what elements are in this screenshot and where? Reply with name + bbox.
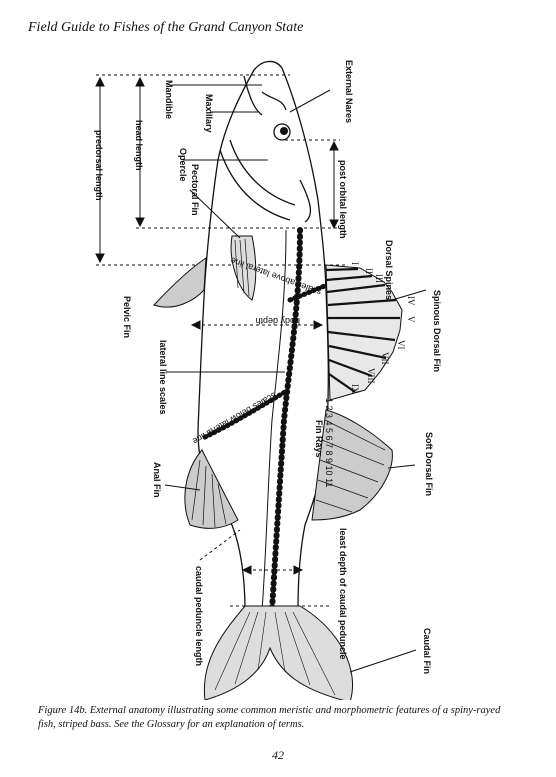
figure-caption: Figure 14b. External anatomy illustratin… [38, 705, 501, 730]
measurement-arrows [95, 76, 339, 575]
spine-numeral-1: I [350, 262, 360, 265]
label-pelvic-fin: Pelvic Fin [122, 296, 132, 338]
fish-anatomy-diagram: External Nares Mandible Maxillary Opercl… [94, 60, 442, 700]
soft-dorsal-fin [311, 409, 393, 521]
page-number: 42 [272, 748, 284, 762]
dorsal-spines [325, 267, 400, 393]
label-spinous-dorsal-fin: Spinous Dorsal Fin [432, 290, 442, 372]
spine-numeral-4: IV [406, 296, 416, 306]
scales-below-row [202, 389, 288, 440]
label-fin-rays: Fin Rays [314, 420, 324, 458]
spine-numeral-2: II [364, 268, 374, 274]
anal-fin [184, 449, 239, 529]
pelvic-fin [153, 257, 207, 308]
label-lateral-line-scales: lateral line scales [158, 340, 168, 415]
label-ray-numbers: 1 2 3 4 5 6 7 8 9 10 11 [324, 398, 334, 487]
label-scales-below: scales below lateral line [191, 390, 278, 446]
pectoral-fin [230, 235, 257, 301]
running-header: Field Guide to Fishes of the Grand Canyo… [28, 20, 304, 35]
label-caudal-peduncle-length: caudal peduncle length [194, 566, 204, 666]
spine-numeral-3: III [374, 274, 384, 283]
soft-dorsal-rays [315, 419, 386, 513]
label-head-length: head length [134, 120, 144, 171]
label-external-nares: External Nares [344, 60, 354, 123]
label-least-depth: least depth of caudal peduncle [338, 528, 348, 660]
label-pectoral-fin: Pectoral Fin [190, 164, 200, 216]
caudal-fin [203, 605, 354, 700]
lateral-line-edge [261, 229, 287, 611]
lateral-line [269, 227, 303, 613]
label-caudal-fin: Caudal Fin [422, 628, 432, 674]
label-anal-fin: Anal Fin [152, 462, 162, 498]
spine-numeral-7: VII [380, 352, 390, 365]
caudal-fin-rays [214, 611, 336, 696]
label-dorsal-spines: Dorsal Spines [384, 240, 394, 300]
label-mandible: Mandible [164, 80, 174, 119]
leader-lines [164, 84, 427, 673]
pupil-icon [280, 127, 288, 135]
fish-body-outline [197, 60, 329, 611]
spine-numeral-8: VIII [366, 368, 376, 384]
labels: External Nares Mandible Maxillary Opercl… [94, 60, 442, 674]
label-body-depth: body depth [255, 316, 300, 326]
label-soft-dorsal-fin: Soft Dorsal Fin [424, 432, 434, 496]
label-maxillary: Maxillary [204, 94, 214, 133]
spine-numeral-9: IX [350, 384, 360, 394]
pectoral-fin-rays [234, 238, 250, 297]
spine-numeral-5: V [406, 316, 416, 323]
label-opercle: Opercle [178, 148, 188, 182]
label-predorsal-length: predorsal length [94, 130, 104, 201]
anal-fin-rays [191, 459, 227, 528]
spine-numeral-6: VI [396, 340, 406, 350]
label-post-orbital-length: post orbital length [338, 160, 348, 239]
